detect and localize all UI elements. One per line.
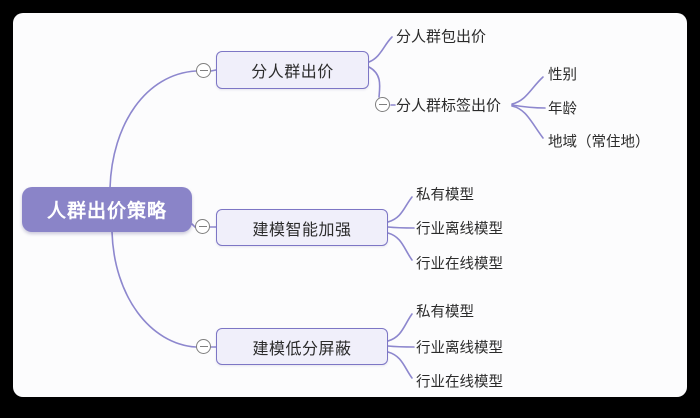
- leaf-node-gender[interactable]: 性别: [548, 67, 577, 84]
- minus-icon: [378, 103, 387, 106]
- collapse-button-modeling-lowscore-block[interactable]: [196, 339, 211, 354]
- minus-icon: [199, 345, 208, 348]
- root-node[interactable]: 人群出价策略: [22, 187, 192, 232]
- leaf-node-age[interactable]: 年龄: [548, 101, 577, 118]
- leaf-node-region-residence[interactable]: 地域（常住地）: [548, 134, 650, 151]
- leaf-node-private-model-block[interactable]: 私有模型: [416, 304, 474, 321]
- leaf-node-audience-package-bidding[interactable]: 分人群包出价: [396, 28, 487, 46]
- leaf-node-industry-offline-model-block[interactable]: 行业离线模型: [416, 340, 503, 357]
- leaf-node-industry-offline-model-boost[interactable]: 行业离线模型: [416, 221, 503, 238]
- minus-icon: [199, 69, 208, 72]
- leaf-node-industry-online-model-block[interactable]: 行业在线模型: [416, 374, 503, 391]
- collapse-button-modeling-smart-boost[interactable]: [195, 219, 210, 234]
- branch-node-modeling-smart-boost[interactable]: 建模智能加强: [216, 209, 388, 246]
- leaf-node-industry-online-model-boost[interactable]: 行业在线模型: [416, 256, 503, 273]
- subtopic-node-audience-tag-bidding[interactable]: 分人群标签出价: [396, 97, 502, 115]
- branch-node-audience-segment-bidding[interactable]: 分人群出价: [216, 51, 369, 89]
- branch-node-modeling-lowscore-block[interactable]: 建模低分屏蔽: [216, 328, 388, 365]
- leaf-node-private-model-boost[interactable]: 私有模型: [416, 187, 474, 204]
- minus-icon: [198, 225, 207, 228]
- collapse-button-audience-tag-bidding[interactable]: [375, 97, 390, 112]
- collapse-button-audience-segment-bidding[interactable]: [196, 63, 211, 78]
